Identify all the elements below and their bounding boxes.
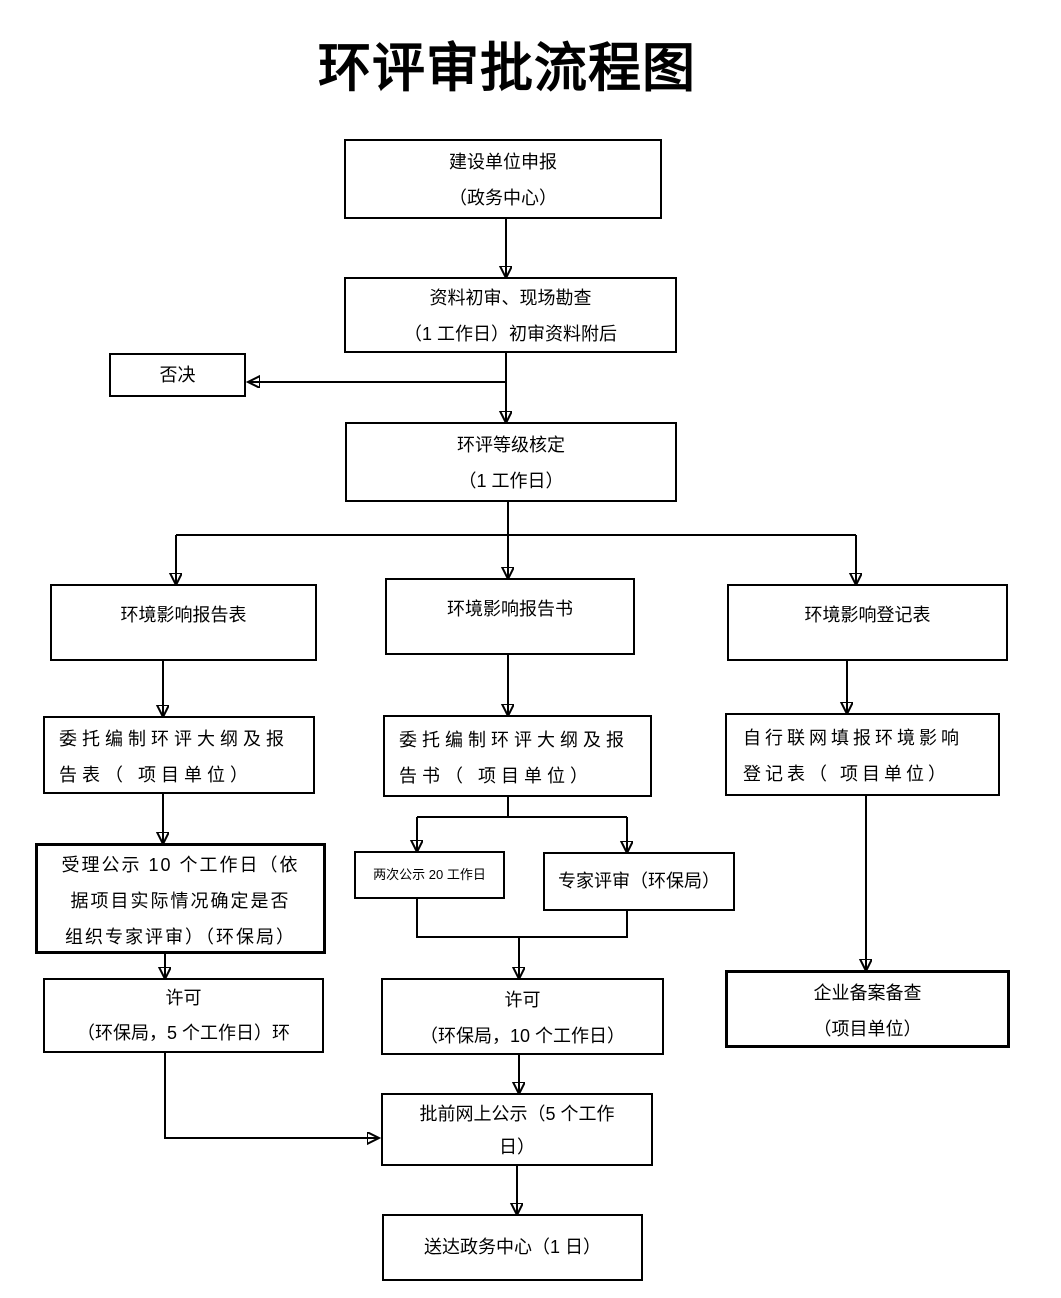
node-report-book: 环境影响报告书 bbox=[385, 578, 635, 655]
node-report-book-label: 环境影响报告书 bbox=[447, 599, 573, 619]
node-reject: 否决 bbox=[109, 353, 246, 397]
node-reject-label: 否决 bbox=[159, 365, 196, 385]
node-online-fill-label: 自行联网填报环境影响 登记表（ 项目单位） bbox=[743, 728, 963, 784]
node-acceptance-publicity: 受理公示 10 个工作日（依 据项目实际情况确定是否 组织专家评审）（环保局） bbox=[35, 843, 326, 954]
node-delivery-label: 送达政务中心（1 日） bbox=[423, 1237, 601, 1257]
node-entrust-table: 委托编制环评大纲及报 告表（ 项目单位） bbox=[43, 716, 315, 794]
node-double-publicity: 两次公示 20 工作日 bbox=[354, 851, 505, 899]
node-permit-table: 许可 （环保局，5 个工作日）环 bbox=[43, 978, 324, 1053]
node-initial-review: 资料初审、现场勘查 （1 工作日）初审资料附后 bbox=[344, 277, 677, 353]
node-report-table-label: 环境影响报告表 bbox=[120, 605, 247, 625]
page-title: 环评审批流程图 bbox=[318, 39, 696, 98]
connector-permit-table-to-prepublicity bbox=[164, 1053, 378, 1138]
node-expert-review-label: 专家评审（环保局） bbox=[558, 871, 720, 891]
node-permit-book: 许可 （环保局，10 个工作日） bbox=[381, 978, 664, 1055]
node-entrust-table-label: 委托编制环评大纲及报 告表（ 项目单位） bbox=[59, 729, 289, 785]
node-online-fill: 自行联网填报环境影响 登记表（ 项目单位） bbox=[725, 713, 1000, 796]
node-enterprise-record-label: 企业备案备查 （项目单位） bbox=[813, 983, 922, 1039]
node-entrust-book-label: 委托编制环评大纲及报 告书（ 项目单位） bbox=[399, 730, 629, 786]
node-expert-review: 专家评审（环保局） bbox=[543, 852, 735, 911]
node-enterprise-record: 企业备案备查 （项目单位） bbox=[725, 970, 1010, 1048]
node-permit-book-label: 许可 （环保局，10 个工作日） bbox=[419, 990, 626, 1046]
node-initial-review-label: 资料初审、现场勘查 （1 工作日）初审资料附后 bbox=[403, 288, 617, 344]
node-entrust-book: 委托编制环评大纲及报 告书（ 项目单位） bbox=[383, 715, 652, 797]
node-delivery: 送达政务中心（1 日） bbox=[382, 1214, 643, 1281]
node-acceptance-publicity-label: 受理公示 10 个工作日（依 据项目实际情况确定是否 组织专家评审）（环保局） bbox=[61, 855, 300, 947]
node-apply-label: 建设单位申报 （政务中心） bbox=[449, 152, 557, 208]
node-pre-publicity-label: 批前网上公示（5 个工作 日） bbox=[419, 1104, 615, 1157]
node-grading-label: 环评等级核定 （1 工作日） bbox=[457, 435, 565, 491]
node-double-publicity-label: 两次公示 20 工作日 bbox=[373, 867, 486, 882]
node-pre-publicity: 批前网上公示（5 个工作 日） bbox=[381, 1093, 653, 1166]
node-apply: 建设单位申报 （政务中心） bbox=[344, 139, 662, 219]
node-register-table-label: 环境影响登记表 bbox=[804, 605, 931, 625]
node-permit-table-label: 许可 （环保局，5 个工作日）环 bbox=[76, 988, 290, 1043]
node-grading: 环评等级核定 （1 工作日） bbox=[345, 422, 677, 502]
node-register-table: 环境影响登记表 bbox=[727, 584, 1008, 661]
node-report-table: 环境影响报告表 bbox=[50, 584, 317, 661]
